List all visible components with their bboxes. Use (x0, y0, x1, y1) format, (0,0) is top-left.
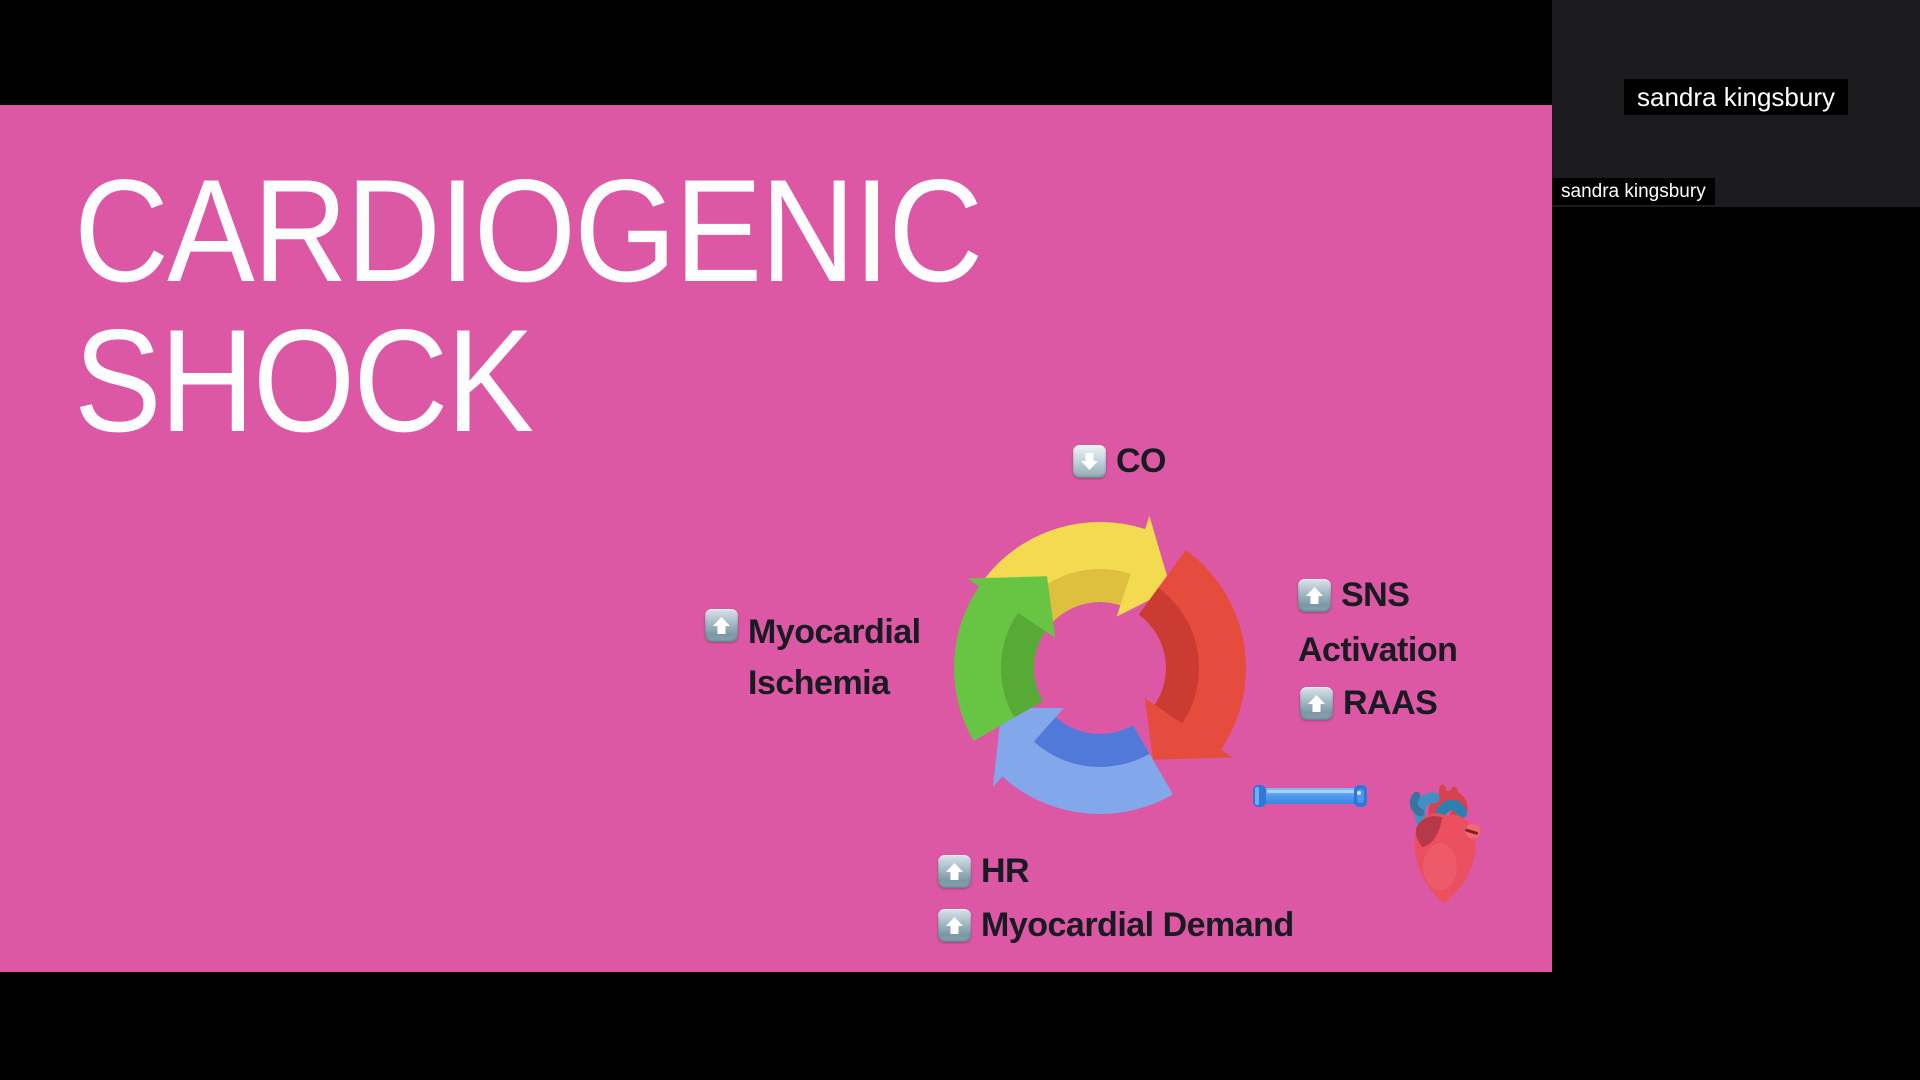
participant-display-name: sandra kingsbury (1624, 79, 1848, 115)
label-hr: HR (938, 852, 1030, 890)
label-myocardial-demand-text: Myocardial Demand (981, 906, 1294, 944)
participant-tile[interactable]: sandra kingsbury sandra kingsbury (1552, 0, 1920, 207)
label-myocardial-demand: Myocardial Demand (938, 907, 1294, 943)
up-arrow-icon (938, 854, 971, 888)
anatomical-heart-illustration (1409, 784, 1481, 905)
label-sns: SNS (1298, 576, 1410, 614)
label-sns-text: SNS (1341, 576, 1410, 614)
up-arrow-icon (1300, 686, 1333, 720)
cycle-arrow-right-shade (1138, 587, 1200, 724)
label-myocardial-ischemia: Myocardial Ischemia (705, 607, 921, 709)
label-activation: Activation (1298, 631, 1458, 669)
up-arrow-icon (938, 908, 971, 942)
slide-title-line1: CARDIOGENIC (74, 149, 983, 312)
label-activation-text: Activation (1298, 631, 1458, 669)
down-arrow-icon (1073, 444, 1106, 478)
label-hr-text: HR (981, 852, 1030, 890)
label-raas: RAAS (1300, 684, 1438, 722)
up-arrow-icon (705, 609, 738, 642)
label-myocardial-ischemia-line2: Ischemia (748, 664, 890, 702)
slide-title-line2: SHOCK (74, 299, 534, 462)
cycle-arrow-bottom-shade (1033, 717, 1150, 767)
label-myocardial-ischemia-line1: Myocardial (748, 613, 921, 651)
label-co: CO (1073, 442, 1167, 480)
participant-name-badge: sandra kingsbury (1552, 178, 1715, 205)
label-co-text: CO (1116, 442, 1167, 480)
cycle-diagram (954, 515, 1246, 814)
up-arrow-icon (1298, 578, 1331, 612)
label-raas-text: RAAS (1343, 684, 1438, 722)
blue-tube-illustration (1253, 785, 1367, 807)
cycle-arrow-left-shade (1000, 612, 1046, 718)
